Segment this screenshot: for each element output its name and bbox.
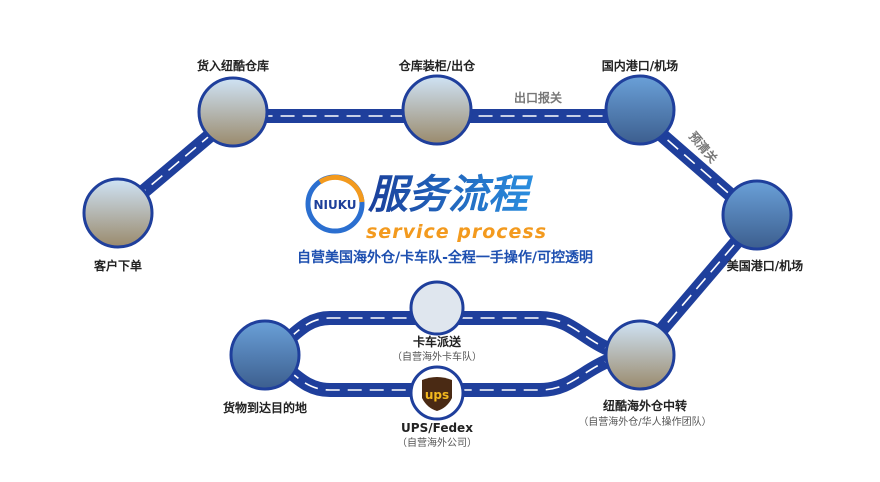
step-overseas-transfer: [604, 319, 676, 391]
tagline: 自营美国海外仓/卡车队-全程一手操作/可控透明: [297, 249, 593, 266]
label-us-port: 美国港口/机场: [727, 258, 803, 273]
label-overseas-transfer: 纽酷海外仓中转: [603, 398, 687, 413]
label-destination: 货物到达目的地: [223, 400, 307, 415]
label-truck-delivery: 卡车派送: [413, 334, 462, 349]
label-ups-fedex: UPS/Fedex: [401, 421, 473, 435]
step-domestic-port: [604, 74, 676, 146]
niuku-logo: NIUKU: [305, 174, 365, 234]
step-us-port: [721, 179, 793, 251]
step-truck-delivery: [409, 280, 465, 336]
page-subtitle: service process: [366, 221, 547, 243]
label-warehouse-in: 货入纽酷仓库: [197, 58, 269, 73]
sub-ups-fedex: （自营海外公司）: [397, 436, 477, 449]
sub-truck-delivery: （自营海外卡车队）: [392, 350, 482, 363]
ups-shield-icon: [422, 377, 452, 411]
sub-overseas-transfer: （自营海外仓/华人操作团队）: [578, 415, 711, 428]
logo-brand: NIUKU: [313, 198, 356, 212]
label-container-loading: 仓库装柜/出仓: [398, 58, 476, 73]
step-container-loading: [401, 74, 473, 146]
label-domestic-port: 国内港口/机场: [602, 58, 678, 73]
page-title: 服务流程: [367, 172, 534, 218]
label-customer-order: 客户下单: [93, 258, 142, 273]
ups-badge: ups: [425, 388, 449, 402]
step-ups-fedex: ups: [409, 365, 465, 421]
step-destination: [229, 319, 301, 391]
step-warehouse-in: [197, 76, 269, 148]
step-customer-order: [82, 177, 154, 249]
road-label-export: 出口报关: [514, 90, 562, 105]
